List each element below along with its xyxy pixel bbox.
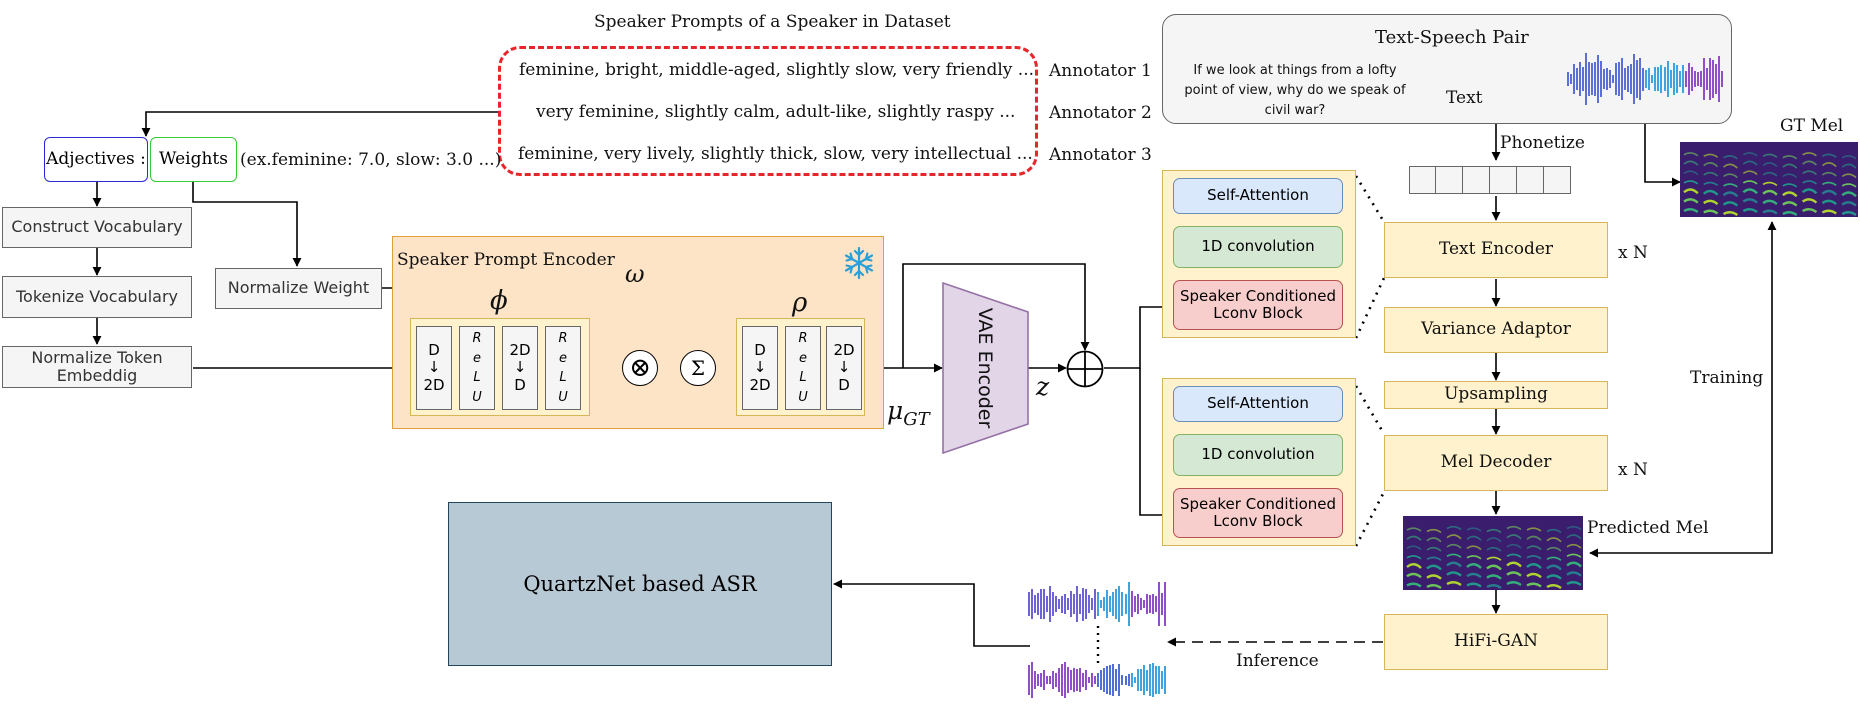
tokenize-vocabulary-box: Tokenize Vocabulary: [2, 276, 192, 318]
arrow-weights-to-normalize: [192, 182, 302, 267]
text-label: Text: [1446, 88, 1483, 108]
rho-linear-2d-to-d: 2D↓D: [826, 326, 862, 410]
arrow-training: [1589, 221, 1777, 558]
encoder-title: Speaker Prompt Encoder: [397, 250, 615, 270]
normalize-weight-box: Normalize Weight: [215, 268, 382, 309]
gt-mel-label: GT Mel: [1780, 116, 1844, 136]
text-speech-title: Text-Speech Pair: [1375, 27, 1529, 48]
speech-waveform: [1567, 51, 1723, 107]
hifigan-box: HiFi-GAN: [1384, 614, 1608, 670]
arrow-waves-to-asr: [833, 579, 1030, 647]
annotator-label-3: Annotator 3: [1049, 145, 1152, 165]
z-label: z: [1036, 372, 1050, 401]
arrow-mu-skip-to-add: [902, 263, 1090, 368]
mel-decoder-box: Mel Decoder: [1384, 435, 1608, 491]
prompt-line-2: very feminine, slightly calm, adult-like…: [536, 102, 1016, 122]
arrow-wave-to-gt-mel: [1644, 108, 1681, 187]
prompt-line-3: feminine, very lively, slightly thick, s…: [518, 144, 1033, 164]
inference-label: Inference: [1236, 651, 1319, 671]
vae-encoder-label: VAE Encoder: [974, 308, 996, 429]
rho-symbol: ρ: [792, 288, 808, 318]
text-speech-sentence: If we look at things from a lofty point …: [1184, 63, 1406, 119]
prompt-line-1: feminine, bright, middle-aged, slightly …: [519, 60, 1035, 80]
phi-linear-d-to-2d: D↓2D: [416, 326, 452, 410]
arrow-add-to-upper-block: [1104, 302, 1173, 369]
mu-gt-label: μGT: [887, 396, 930, 430]
text-speech-pair: Text-Speech Pair If we look at things fr…: [1162, 14, 1732, 124]
weights-box: Weights: [150, 137, 237, 182]
annotator-label-1: Annotator 1: [1049, 61, 1152, 81]
conv-block-1: 1D convolution: [1173, 226, 1343, 268]
phoneme-sequence: [1409, 166, 1571, 194]
conv-block-2: 1D convolution: [1173, 434, 1343, 476]
snowflake-icon: [841, 245, 877, 281]
asr-box: QuartzNet based ASR: [448, 502, 832, 666]
omega-symbol: ω: [625, 260, 645, 288]
phonetize-label: Phonetize: [1500, 133, 1585, 153]
zoom-line-1: [1354, 175, 1386, 223]
predicted-mel-label: Predicted Mel: [1587, 518, 1709, 538]
sum-op: Σ: [680, 350, 716, 386]
generated-waveform-1: [1028, 580, 1166, 628]
weights-example: (ex.feminine: 7.0, slow: 3.0 ...): [240, 150, 502, 170]
self-attention-block-1: Self-Attention: [1173, 178, 1343, 214]
phi-linear-2d-to-d: 2D↓D: [502, 326, 538, 410]
annotator-label-2: Annotator 2: [1049, 103, 1152, 123]
normalize-token-box: Normalize Token Embeddig: [2, 346, 192, 388]
text-encoder-box: Text Encoder: [1384, 222, 1608, 278]
phi-symbol: ϕ: [490, 286, 508, 316]
zoom-line-2: [1354, 277, 1386, 339]
gt-mel-spectrogram: [1680, 142, 1858, 217]
variance-adaptor-box: Variance Adaptor: [1384, 307, 1608, 353]
lconv-block-2: Speaker Conditioned Lconv Block: [1173, 488, 1343, 538]
multiply-op: ⊗: [622, 350, 658, 386]
arrow-add-to-lower-block: [1139, 368, 1173, 520]
self-attention-block-2: Self-Attention: [1173, 386, 1343, 422]
construct-vocabulary-box: Construct Vocabulary: [2, 207, 192, 248]
zoom-line-4: [1354, 491, 1386, 547]
text-encoder-repeat: x N: [1618, 243, 1648, 263]
lconv-block-1: Speaker Conditioned Lconv Block: [1173, 280, 1343, 330]
rho-linear-d-to-2d: D↓2D: [742, 326, 778, 410]
upsampling-box: Upsampling: [1384, 381, 1608, 409]
training-label: Training: [1690, 368, 1764, 388]
zoom-line-3: [1354, 385, 1386, 435]
add-op: [1066, 350, 1104, 388]
dataset-title: Speaker Prompts of a Speaker in Dataset: [594, 12, 951, 32]
arrow-dataset-to-adjectives: [141, 111, 498, 137]
connector-lines: [92, 82, 1777, 668]
adjectives-box: Adjectives :: [44, 137, 148, 182]
generated-waveform-2: [1028, 660, 1166, 700]
dataset-prompt-box: feminine, bright, middle-aged, slightly …: [498, 46, 1038, 176]
predicted-mel-spectrogram: [1403, 516, 1583, 590]
vae-encoder: VAE Encoder: [942, 282, 1029, 454]
mel-decoder-repeat: x N: [1618, 460, 1648, 480]
